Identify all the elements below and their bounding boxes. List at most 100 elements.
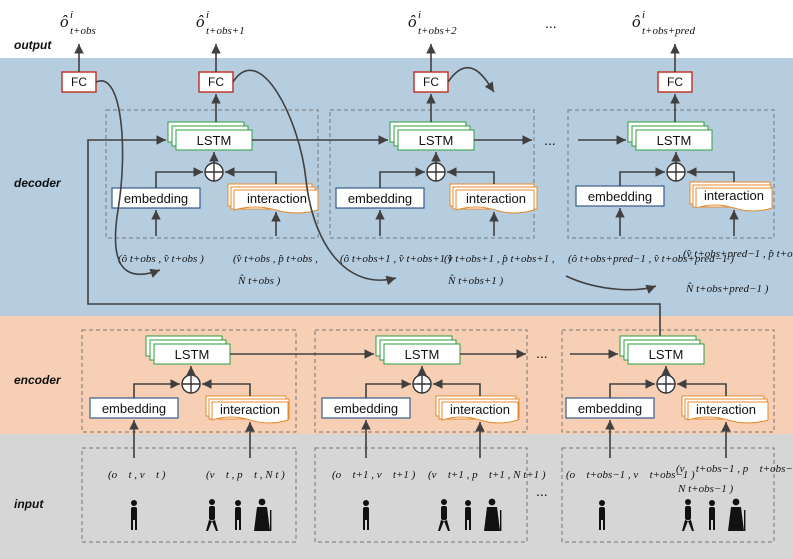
fc-box-1: FC bbox=[198, 71, 234, 93]
encoder-step-box-1 bbox=[314, 329, 528, 433]
svg-text:interaction: interaction bbox=[466, 191, 526, 206]
encoder-inter-input-0: (v⃗ t , p⃗ t , N t ) bbox=[206, 469, 285, 481]
pedestrian-icon-3 bbox=[254, 498, 272, 531]
decoder-plus-1 bbox=[426, 162, 446, 182]
svg-text:embedding: embedding bbox=[102, 401, 166, 416]
decoder-interaction-1: interaction bbox=[449, 183, 538, 214]
svg-text:FC: FC bbox=[208, 75, 224, 89]
input-band-label: input bbox=[14, 497, 44, 511]
decoder-step-box-1 bbox=[329, 109, 535, 239]
decoder-lstm-2: LSTM bbox=[627, 121, 713, 151]
encoder-interaction-0: interaction bbox=[205, 395, 290, 424]
encoder-inter-input-2-line1: (v⃗ t+obs−1 , p⃗ t+obs−1 , bbox=[676, 463, 793, 475]
encoder-interaction-1: interaction bbox=[435, 395, 520, 424]
svg-text:ô: ô bbox=[632, 12, 641, 31]
svg-text:embedding: embedding bbox=[588, 189, 652, 204]
decoder-embed-input-0: (ô t+obs , v̂ t+obs ) bbox=[118, 253, 204, 265]
pedestrian-icon-5 bbox=[438, 499, 450, 531]
svg-text:embedding: embedding bbox=[578, 401, 642, 416]
svg-text:FC: FC bbox=[423, 75, 439, 89]
encoder-embed-input-2: (o⃗ t+obs−1 , v⃗ t+obs−1 ) bbox=[566, 469, 695, 481]
svg-text:ô: ô bbox=[60, 12, 69, 31]
svg-text:LSTM: LSTM bbox=[405, 347, 440, 362]
svg-text:i: i bbox=[642, 9, 645, 21]
svg-text:embedding: embedding bbox=[348, 191, 412, 206]
pedestrian-icon-6 bbox=[465, 500, 471, 530]
output-label-3: ô i t+obs+pred bbox=[632, 9, 695, 37]
output-band-label: output bbox=[14, 38, 52, 52]
svg-text:interaction: interaction bbox=[450, 402, 510, 417]
output-ellipsis: ... bbox=[545, 15, 557, 31]
encoder-step-box-2 bbox=[561, 329, 775, 433]
encoder-embedding-1: embedding bbox=[321, 397, 411, 419]
encoder-inter-input-2-line2: N t+obs−1 ) bbox=[677, 483, 734, 495]
decoder-band-label: decoder bbox=[14, 176, 62, 190]
svg-text:FC: FC bbox=[71, 75, 87, 89]
decoder-inter-input-1-line1: (v̂ t+obs+1 , p̂ t+obs+1 , bbox=[444, 253, 555, 265]
decoder-band bbox=[0, 58, 793, 316]
decoder-plus-2 bbox=[666, 162, 686, 182]
encoder-embedding-0: embedding bbox=[89, 397, 179, 419]
encoder-embed-input-1: (o⃗ t+1 , v⃗ t+1 ) bbox=[332, 469, 416, 481]
svg-text:i: i bbox=[70, 9, 73, 21]
decoder-lstm-0: LSTM bbox=[167, 121, 253, 151]
pedestrian-icon-8 bbox=[599, 500, 605, 530]
output-band bbox=[0, 0, 793, 58]
fc-box-2: FC bbox=[413, 71, 449, 93]
decoder-inter-input-0-line1: (v̂ t+obs , p̂ t+obs , bbox=[233, 253, 318, 265]
input-step-box-2 bbox=[561, 447, 775, 543]
input-step-box-0 bbox=[81, 447, 297, 543]
svg-text:LSTM: LSTM bbox=[649, 347, 684, 362]
pedestrian-icon-7 bbox=[484, 498, 502, 531]
svg-text:t+obs: t+obs bbox=[70, 25, 96, 37]
svg-text:interaction: interaction bbox=[696, 402, 756, 417]
decoder-ellipsis: ... bbox=[544, 132, 556, 148]
decoder-inter-input-2-line1: (v̂ t+obs+pred−1 , p̂ t+obs+pred−1 , bbox=[683, 248, 793, 260]
svg-text:t+obs+pred: t+obs+pred bbox=[642, 25, 695, 37]
encoder-plus-1 bbox=[412, 374, 432, 394]
encoder-step-box-0 bbox=[81, 329, 297, 433]
svg-text:ô: ô bbox=[196, 12, 205, 31]
input-band bbox=[0, 434, 793, 559]
fc-box-0: FC bbox=[61, 71, 97, 93]
decoder-embedding-1: embedding bbox=[335, 187, 425, 209]
input-ellipsis: ... bbox=[536, 483, 548, 499]
svg-text:interaction: interaction bbox=[704, 188, 764, 203]
output-label-1: ô i t+obs+1 bbox=[196, 9, 245, 37]
encoder-lstm-1: LSTM bbox=[375, 335, 461, 365]
svg-text:embedding: embedding bbox=[124, 191, 188, 206]
decoder-lstm-1: LSTM bbox=[389, 121, 475, 151]
encoder-embed-input-0: (o⃗ t , v⃗ t ) bbox=[108, 469, 166, 481]
encoder-lstm-0: LSTM bbox=[145, 335, 231, 365]
decoder-interaction-2: interaction bbox=[689, 181, 773, 212]
input-step-box-1 bbox=[314, 447, 528, 543]
encoder-lstm-2: LSTM bbox=[619, 335, 705, 365]
pedestrian-icon-0 bbox=[131, 500, 137, 530]
decoder-inter-input-2-line2: N̂ t+obs+pred−1 ) bbox=[685, 282, 769, 295]
encoder-band-label: encoder bbox=[14, 373, 62, 387]
svg-text:t+obs+2: t+obs+2 bbox=[418, 25, 457, 37]
svg-text:LSTM: LSTM bbox=[197, 133, 232, 148]
svg-text:t+obs+1: t+obs+1 bbox=[206, 25, 245, 37]
svg-text:i: i bbox=[418, 9, 421, 21]
decoder-embed-input-2: (ô t+obs+pred−1 , v̂ t+obs+pred−1 ) bbox=[568, 253, 734, 265]
encoder-ellipsis: ... bbox=[536, 345, 548, 361]
output-label-0: ô i t+obs bbox=[60, 9, 96, 37]
svg-text:FC: FC bbox=[667, 75, 683, 89]
output-label-2: ô i t+obs+2 bbox=[408, 9, 457, 37]
pedestrian-icon-10 bbox=[709, 500, 715, 530]
svg-text:i: i bbox=[206, 9, 209, 21]
decoder-embedding-2: embedding bbox=[575, 185, 665, 207]
decoder-step-box-2 bbox=[567, 109, 775, 239]
encoder-embedding-2: embedding bbox=[565, 397, 655, 419]
decoder-embedding-0: embedding bbox=[111, 187, 201, 209]
pedestrian-icon-4 bbox=[363, 500, 369, 530]
svg-text:LSTM: LSTM bbox=[419, 133, 454, 148]
decoder-inter-input-1-line2: N̂ t+obs+1 ) bbox=[447, 274, 504, 287]
encoder-inter-input-1: (v⃗ t+1 , p⃗ t+1 , N t+1 ) bbox=[428, 469, 546, 481]
decoder-plus-0 bbox=[204, 162, 224, 182]
encoder-interaction-2: interaction bbox=[681, 395, 769, 424]
decoder-inter-input-0-line2: N̂ t+obs ) bbox=[237, 274, 281, 287]
